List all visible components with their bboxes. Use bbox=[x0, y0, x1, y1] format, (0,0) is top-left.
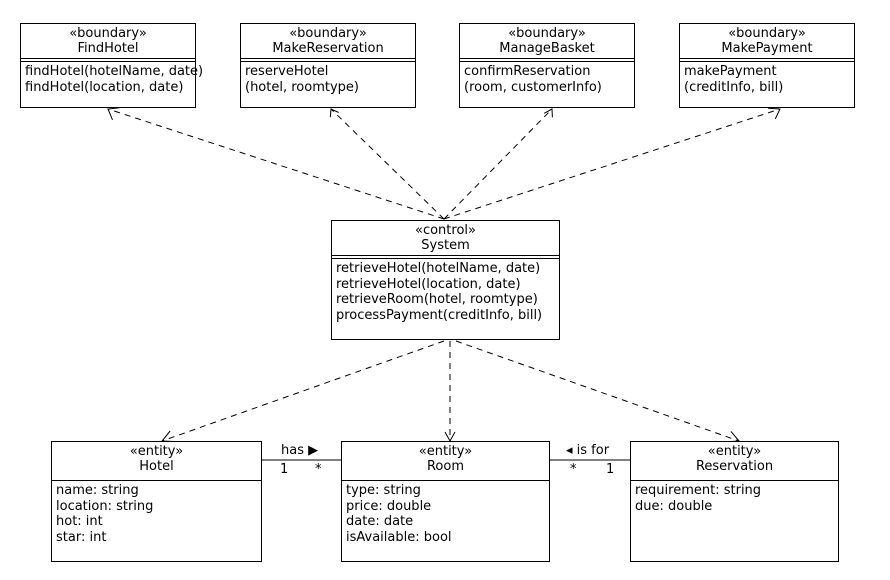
association-label-is-for: ◂ is for bbox=[566, 443, 610, 458]
dependency-system-reservation bbox=[455, 340, 740, 442]
class-name: System bbox=[421, 238, 470, 253]
attribute: price: double bbox=[346, 498, 432, 514]
attribute: location: string bbox=[56, 498, 154, 514]
class-header: «boundary» MakeReservation bbox=[241, 24, 415, 58]
operation: retrieveRoom(hotel, roomtype) bbox=[336, 292, 538, 307]
multiplicity-room-side: * bbox=[315, 462, 322, 477]
attribute: hot: int bbox=[56, 514, 103, 529]
class-name: MakeReservation bbox=[272, 41, 384, 56]
arrowhead-makereservation bbox=[329, 108, 339, 118]
dependency-system-hotel bbox=[161, 340, 445, 442]
class-hotel[interactable]: «entity» Hotel name: string location: st… bbox=[51, 441, 262, 562]
operation: retrieveHotel(hotelName, date) bbox=[336, 261, 541, 276]
operation-compartment: makePayment (creditInfo, bill) bbox=[680, 62, 854, 95]
attribute: name: string bbox=[56, 483, 139, 498]
attribute-compartment: type: string price: double date: date is… bbox=[342, 480, 549, 545]
multiplicity-hotel-side: 1 bbox=[280, 462, 289, 477]
stereotype-label: «entity» bbox=[707, 444, 762, 459]
operation: findHotel(location, date) bbox=[25, 79, 184, 95]
stereotype-label: «entity» bbox=[129, 444, 184, 459]
operation-compartment: confirmReservation (room, customerInfo) bbox=[460, 62, 634, 95]
operation: retrieveHotel(location, date) bbox=[336, 276, 521, 292]
attribute-compartment: requirement: string due: double bbox=[631, 480, 838, 514]
class-name: FindHotel bbox=[77, 41, 139, 56]
attribute-compartment bbox=[460, 58, 634, 62]
class-makepayment[interactable]: «boundary» MakePayment makePayment (cred… bbox=[679, 23, 855, 108]
attribute-compartment bbox=[21, 58, 195, 62]
class-findhotel[interactable]: «boundary» FindHotel findHotel(hotelName… bbox=[20, 23, 204, 108]
stereotype-label: «boundary» bbox=[289, 26, 367, 41]
attribute-compartment: name: string location: string hot: int s… bbox=[52, 480, 261, 545]
class-name: ManageBasket bbox=[499, 41, 595, 56]
operation-compartment: reserveHotel (hotel, roomtype) bbox=[241, 62, 415, 95]
attribute-compartment bbox=[332, 255, 559, 259]
operation: makePayment bbox=[684, 64, 777, 79]
class-name: MakePayment bbox=[721, 41, 813, 56]
association-label-has: has ▶ bbox=[281, 443, 319, 458]
attribute: due: double bbox=[635, 498, 713, 514]
class-name: Room bbox=[426, 459, 465, 474]
class-header: «boundary» MakePayment bbox=[680, 24, 854, 58]
operation: processPayment(creditInfo, bill) bbox=[336, 307, 543, 323]
attribute: date: date bbox=[346, 514, 414, 529]
dependency-system-makepayment bbox=[443, 108, 781, 220]
stereotype-label: «boundary» bbox=[508, 26, 586, 41]
operation-compartment: findHotel(hotelName, date) findHotel(loc… bbox=[21, 62, 204, 95]
operation: (room, customerInfo) bbox=[464, 79, 602, 95]
dependency-system-managebasket bbox=[443, 108, 553, 220]
class-header: «control» System bbox=[332, 221, 559, 255]
operation: confirmReservation bbox=[464, 64, 591, 79]
attribute-compartment bbox=[241, 58, 415, 62]
class-reservation[interactable]: «entity» Reservation requirement: string… bbox=[630, 441, 839, 562]
arrowhead-makepayment bbox=[768, 107, 781, 120]
stereotype-label: «control» bbox=[415, 223, 476, 238]
operation: (hotel, roomtype) bbox=[245, 79, 359, 95]
class-header: «entity» Hotel bbox=[52, 442, 261, 480]
arrowhead-managebasket bbox=[543, 108, 553, 118]
class-room[interactable]: «entity» Room type: string price: double… bbox=[341, 441, 550, 562]
class-header: «boundary» FindHotel bbox=[21, 24, 195, 58]
class-header: «boundary» ManageBasket bbox=[460, 24, 634, 58]
multiplicity-room-side: * bbox=[570, 462, 577, 477]
class-name: Reservation bbox=[695, 459, 774, 474]
multiplicity-reservation-side: 1 bbox=[606, 462, 615, 477]
operation: (creditInfo, bill) bbox=[684, 79, 784, 95]
arrowhead-findhotel bbox=[107, 107, 120, 120]
attribute-compartment bbox=[680, 58, 854, 62]
class-name: Hotel bbox=[139, 459, 174, 474]
class-header: «entity» Reservation bbox=[631, 442, 838, 480]
operation: findHotel(hotelName, date) bbox=[25, 64, 204, 79]
class-managebasket[interactable]: «boundary» ManageBasket confirmReservati… bbox=[459, 23, 635, 108]
attribute: type: string bbox=[346, 483, 421, 498]
class-system[interactable]: «control» System retrieveHotel(hotelName… bbox=[331, 220, 560, 340]
operation-compartment: retrieveHotel(hotelName, date) retrieveH… bbox=[332, 259, 559, 323]
stereotype-label: «boundary» bbox=[728, 26, 806, 41]
dependency-system-makereservation bbox=[330, 108, 445, 220]
class-header: «entity» Room bbox=[342, 442, 549, 480]
dependency-system-findhotel bbox=[107, 108, 445, 220]
attribute: isAvailable: bool bbox=[346, 529, 452, 545]
class-makereservation[interactable]: «boundary» MakeReservation reserveHotel … bbox=[240, 23, 416, 108]
attribute: requirement: string bbox=[635, 483, 762, 498]
operation: reserveHotel bbox=[245, 64, 329, 79]
stereotype-label: «entity» bbox=[418, 444, 473, 459]
stereotype-label: «boundary» bbox=[69, 26, 147, 41]
attribute: star: int bbox=[56, 529, 107, 545]
